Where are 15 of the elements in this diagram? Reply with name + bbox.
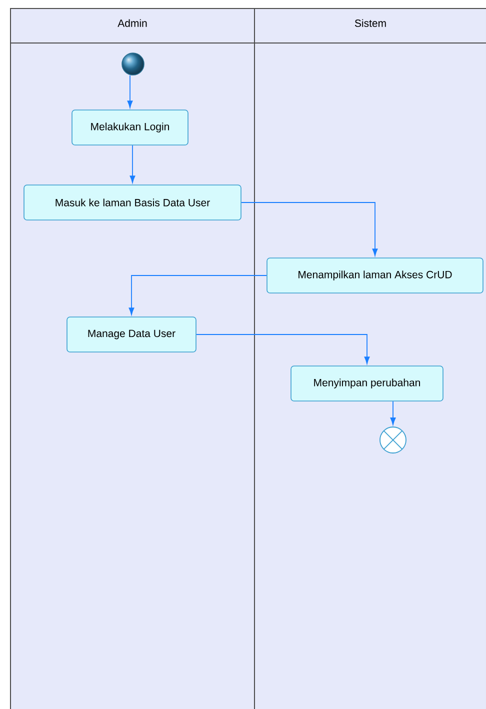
arrow [130,144,136,183]
node-label: Sistem [354,19,386,27]
end-node [380,426,406,454]
action-box: Melakukan Login [72,110,188,146]
node-label: Admin [118,19,147,27]
arrow [390,400,396,425]
arrow [128,275,268,315]
action-box: Masuk ke laman Basis Data User [24,184,242,220]
action-box: Menampilkan laman Akses CrUD [266,258,484,294]
action-box: Manage Data User [66,316,196,352]
start-node [122,52,144,76]
arrow [240,202,378,256]
arrow [196,334,370,364]
arrow [127,74,133,108]
action-box: Menyimpan perubahan [290,366,444,402]
